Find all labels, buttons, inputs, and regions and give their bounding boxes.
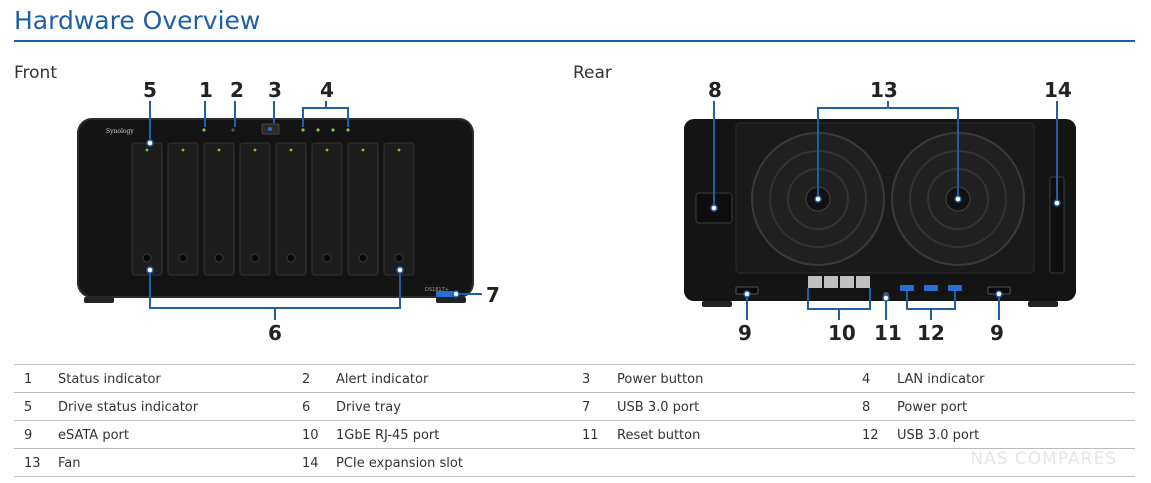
legend-label: 1GbE RJ-45 port <box>336 428 440 443</box>
legend-num: 10 <box>302 428 319 443</box>
legend-table: 1 Status indicator 2 Alert indicator 3 P… <box>14 364 1135 477</box>
legend-num: 5 <box>24 400 33 415</box>
legend-label: Power button <box>617 372 704 387</box>
callout-9-right: 9 <box>990 321 1004 345</box>
callout-14: 14 <box>1044 78 1072 102</box>
legend-num: 12 <box>862 428 879 443</box>
legend-label: Power port <box>897 400 968 415</box>
callout-8: 8 <box>708 78 722 102</box>
callout-3: 3 <box>268 78 282 102</box>
legend-num: 6 <box>302 400 311 415</box>
legend-label: Fan <box>58 456 81 471</box>
lan-led-3 <box>331 128 335 132</box>
callout-4: 4 <box>320 78 334 102</box>
legend-label: Drive tray <box>336 400 401 415</box>
lan-led-4 <box>346 128 350 132</box>
lan-ports <box>808 276 870 288</box>
legend-num: 1 <box>24 372 33 387</box>
title-divider <box>14 40 1135 42</box>
legend-label: Drive status indicator <box>58 400 199 415</box>
legend-num: 11 <box>582 428 599 443</box>
alert-led <box>231 128 235 132</box>
front-view-figure: 5 1 2 3 4 6 7 Synology DS1817+ <box>77 78 500 345</box>
rear-callout-lines <box>713 101 1058 320</box>
brand-logo: Synology <box>106 128 134 135</box>
legend-label: Status indicator <box>58 372 161 387</box>
rear-view-figure: 8 13 14 9 10 11 12 9 <box>684 78 1076 345</box>
legend-label: Alert indicator <box>336 372 429 387</box>
legend-label: eSATA port <box>58 428 129 443</box>
callout-13: 13 <box>870 78 898 102</box>
legend-num: 13 <box>24 456 41 471</box>
table-row: 9 eSATA port 10 1GbE RJ-45 port 11 Reset… <box>14 420 1135 448</box>
legend-num: 8 <box>862 400 871 415</box>
page-title: Hardware Overview <box>14 6 261 35</box>
legend-num: 2 <box>302 372 311 387</box>
legend-num: 14 <box>302 456 319 471</box>
table-row: 1 Status indicator 2 Alert indicator 3 P… <box>14 364 1135 392</box>
callout-11: 11 <box>874 321 902 345</box>
status-led <box>202 128 206 132</box>
rear-label: Rear <box>573 63 612 83</box>
callout-5: 5 <box>143 78 157 102</box>
legend-num: 3 <box>582 372 591 387</box>
rear-usb-ports <box>900 285 962 291</box>
front-label: Front <box>14 63 57 83</box>
legend-label: LAN indicator <box>897 372 985 387</box>
lan-led-2 <box>316 128 320 132</box>
callout-9-left: 9 <box>738 321 752 345</box>
legend-label: Reset button <box>617 428 701 443</box>
model-label: DS1817+ <box>425 287 449 293</box>
callout-2: 2 <box>230 78 244 102</box>
callout-6: 6 <box>268 321 282 345</box>
legend-label: PCIe expansion slot <box>336 456 463 471</box>
legend-label: USB 3.0 port <box>897 428 980 443</box>
callout-10: 10 <box>828 321 856 345</box>
legend-num: 4 <box>862 372 871 387</box>
drive-trays <box>131 142 415 276</box>
table-row: 13 Fan 14 PCIe expansion slot <box>14 448 1135 477</box>
front-callout-lines <box>149 101 482 320</box>
front-usb-port <box>436 291 454 297</box>
watermark: NAS COMPARES <box>970 449 1117 469</box>
callout-12: 12 <box>917 321 945 345</box>
callout-7: 7 <box>486 283 500 307</box>
table-row: 5 Drive status indicator 6 Drive tray 7 … <box>14 392 1135 420</box>
legend-label: USB 3.0 port <box>617 400 700 415</box>
callout-1: 1 <box>199 78 213 102</box>
legend-num: 9 <box>24 428 33 443</box>
lan-led-1 <box>301 128 305 132</box>
legend-num: 7 <box>582 400 591 415</box>
